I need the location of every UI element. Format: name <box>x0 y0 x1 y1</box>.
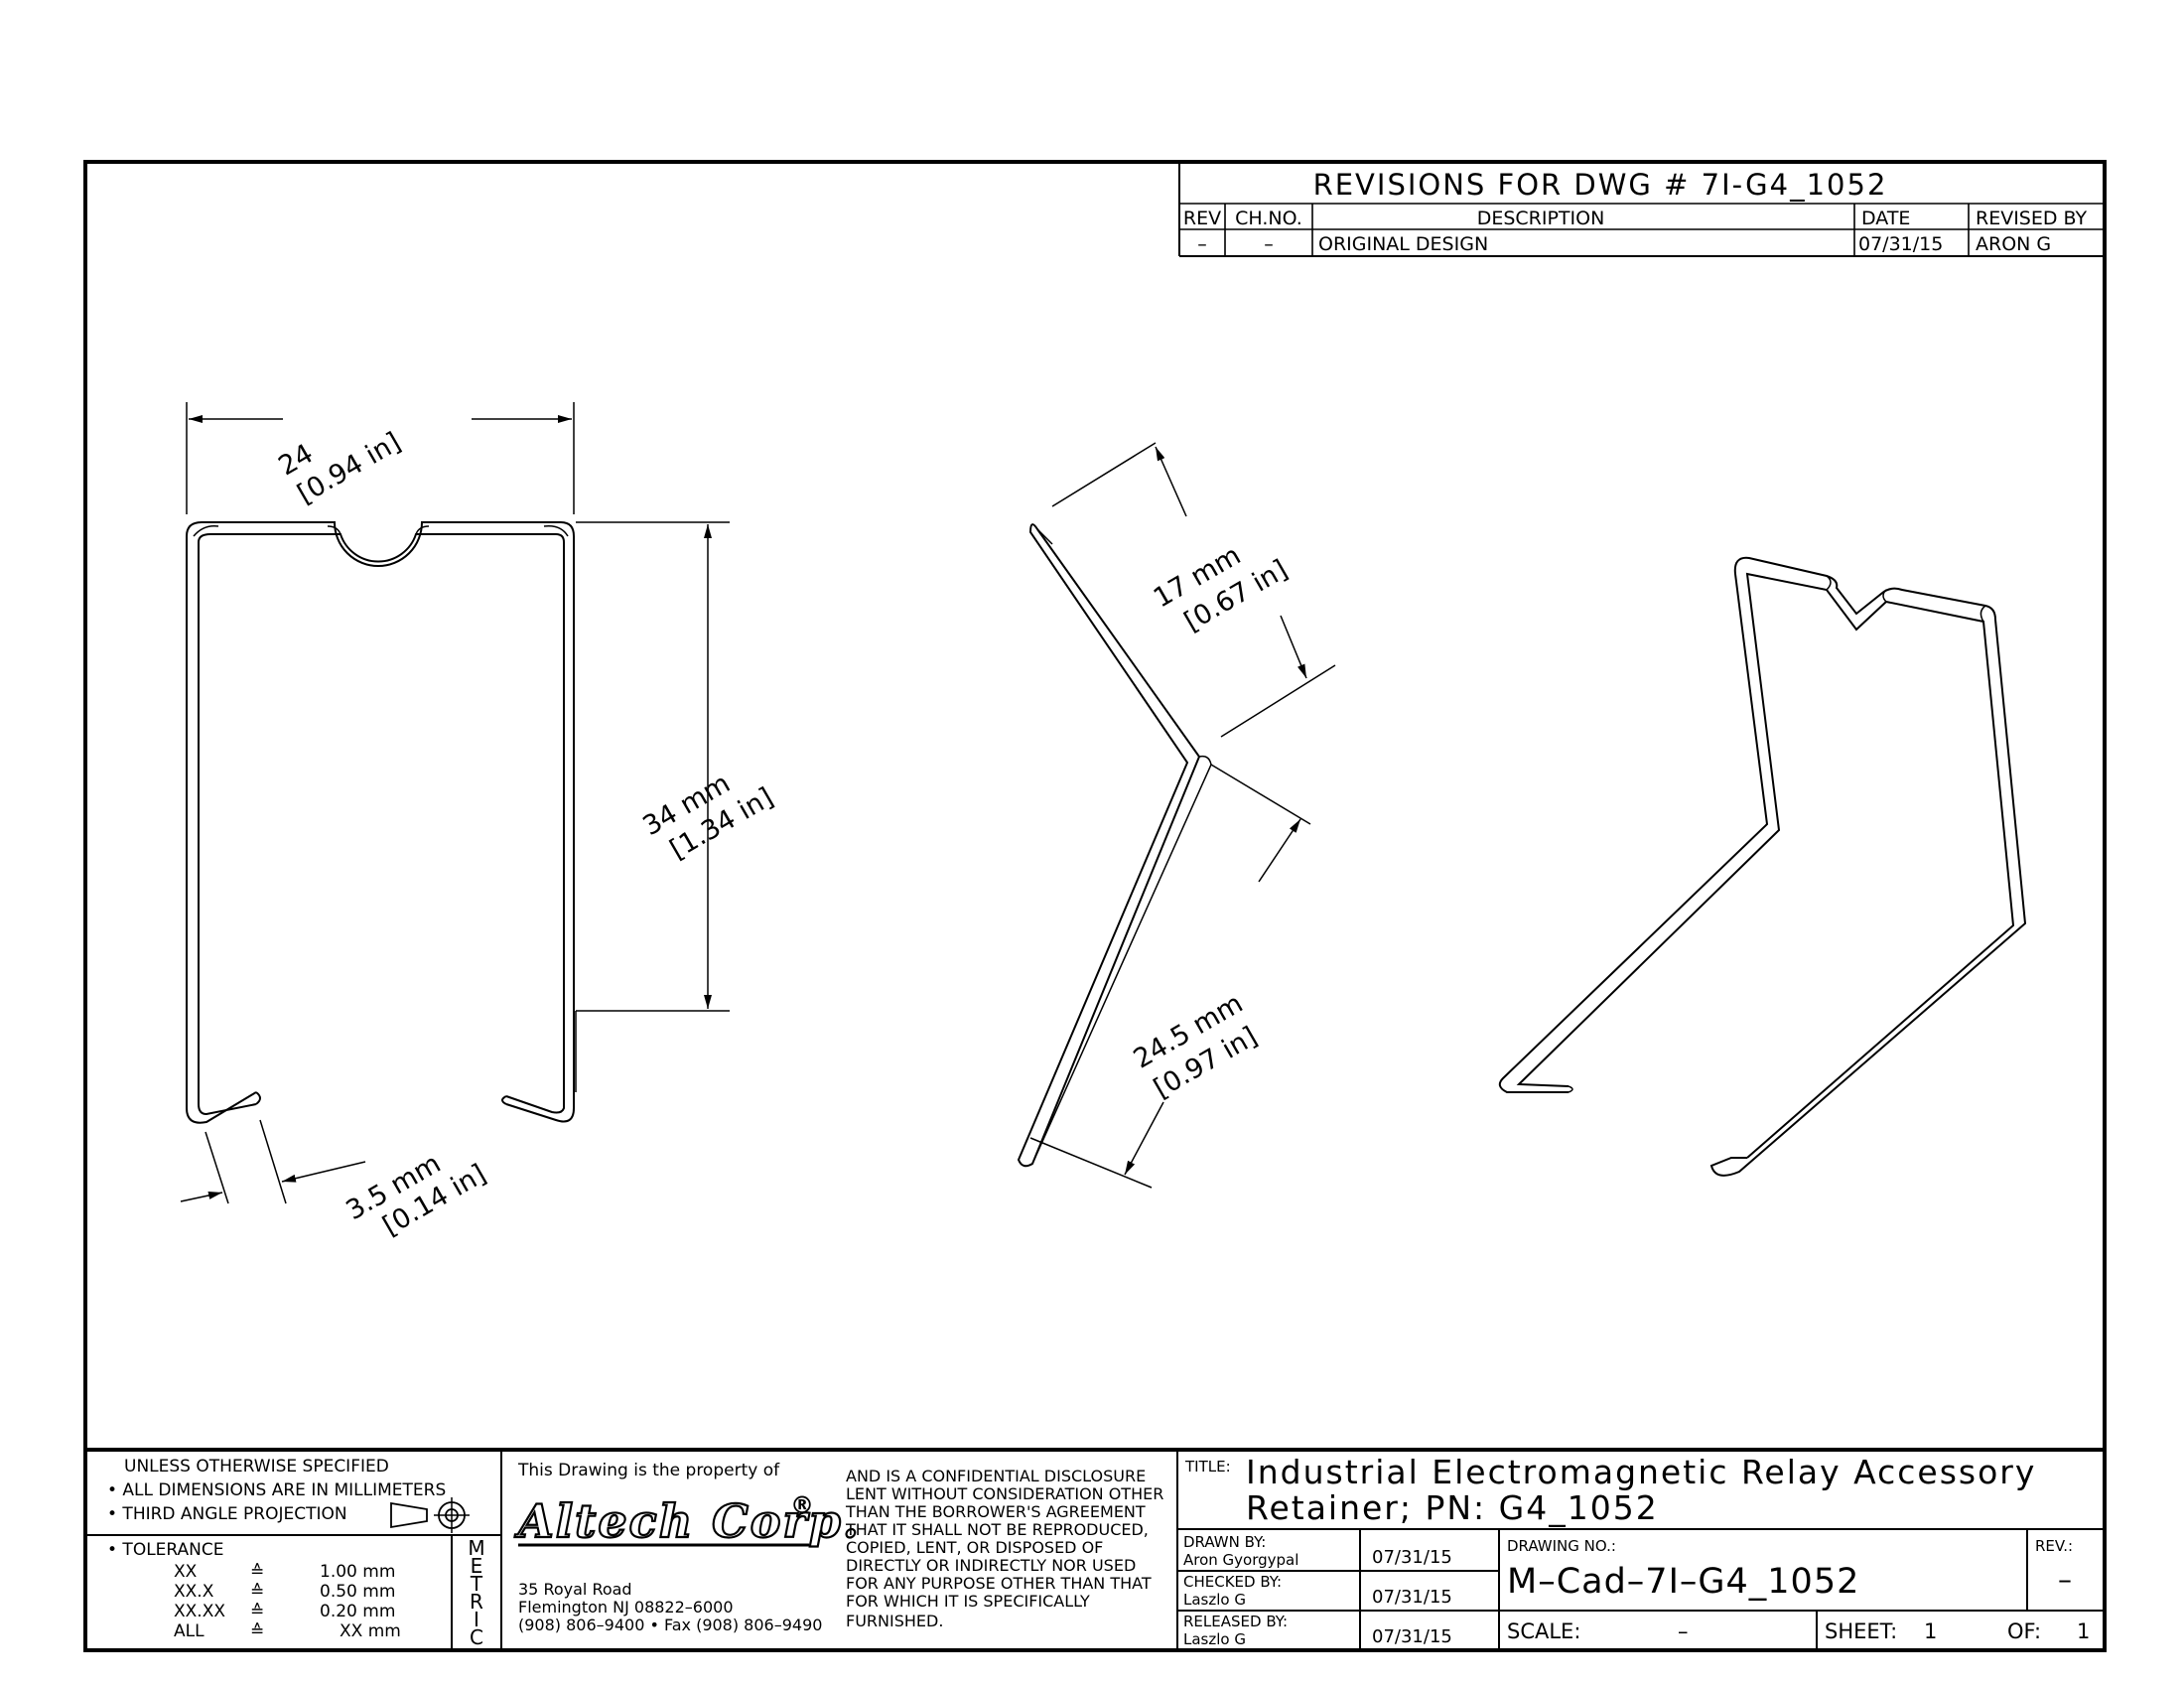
released-by-label: RELEASED BY: <box>1183 1613 1288 1630</box>
company-block: This Drawing is the property of Altech C… <box>513 1461 1163 1634</box>
description-header: DESCRIPTION <box>1477 208 1605 229</box>
released-by-name: Laszlo G <box>1183 1630 1246 1648</box>
tolerance-val-2: 0.20 mm <box>320 1602 395 1621</box>
notes-line-2: • ALL DIMENSIONS ARE IN MILLIMETERS <box>107 1480 446 1500</box>
front-view-inner-wire <box>198 533 565 1116</box>
drawing-title-line-1: Industrial Electromagnetic Relay Accesso… <box>1246 1453 2036 1491</box>
sheet-border <box>83 160 2107 1652</box>
tolerance-sym-1: ≙ <box>250 1582 264 1602</box>
revised-by-cell: ARON G <box>1976 233 2051 255</box>
drawing-no-value: M–Cad–7I–G4_1052 <box>1507 1562 1859 1602</box>
company-phone: (908) 806–9400 • Fax (908) 806–9490 <box>518 1616 822 1634</box>
date-cell: 07/31/15 <box>1858 233 1943 255</box>
rev-cell: – <box>1197 233 1207 255</box>
tolerance-sym-2: ≙ <box>250 1602 264 1621</box>
revisions-table: REVISIONS FOR DWG # 7I-G4_1052 REV CH.NO… <box>1178 162 2105 257</box>
company-address-1: 35 Royal Road <box>518 1580 632 1599</box>
tolerance-label: • TOLERANCE <box>107 1540 224 1560</box>
date-header: DATE <box>1861 208 1910 229</box>
tolerance-sym-3: ≙ <box>250 1621 264 1641</box>
of-label: OF: <box>2007 1619 2041 1643</box>
chno-cell: – <box>1264 233 1274 255</box>
metric-letter-r: R <box>470 1590 483 1614</box>
drawn-date: 07/31/15 <box>1372 1547 1452 1568</box>
disclosure-line-5: DIRECTLY OR INDIRECTLY NOR USED <box>846 1556 1136 1575</box>
metric-letter-i: I <box>474 1608 479 1631</box>
rev-label: REV.: <box>2035 1537 2073 1555</box>
title-and-signoff: TITLE: Industrial Electromagnetic Relay … <box>1183 1453 2090 1648</box>
width-dimension-label: 24 [0.94 in] <box>273 397 406 511</box>
revised-by-header: REVISED BY <box>1976 208 2088 229</box>
disclosure-line-3: THAT IT SHALL NOT BE REPRODUCED, <box>845 1520 1149 1539</box>
drawing-no-label: DRAWING NO.: <box>1507 1537 1616 1555</box>
metric-letter-t: T <box>470 1572 483 1596</box>
general-notes: UNLESS OTHERWISE SPECIFIED • ALL DIMENSI… <box>107 1457 485 1649</box>
property-of-text: This Drawing is the property of <box>517 1461 780 1480</box>
description-cell: ORIGINAL DESIGN <box>1318 233 1488 255</box>
rev-header: REV <box>1183 208 1221 229</box>
front-view-outer-wire <box>186 521 575 1124</box>
side-view: 17 mm [0.67 in] 24.5 mm [0.97 in] <box>1017 442 1336 1189</box>
notes-line-3: • THIRD ANGLE PROJECTION <box>107 1504 347 1524</box>
sheet-label: SHEET: <box>1825 1619 1897 1643</box>
foot-dimension-label: 3.5 mm [0.14 in] <box>341 1131 491 1254</box>
disclosure-line-7: FOR WHICH IT IS SPECIFICALLY <box>846 1592 1090 1611</box>
metric-letter-c: C <box>470 1625 483 1649</box>
registered-mark: ® <box>790 1491 814 1519</box>
front-view: 24 [0.94 in] 34 mm [1.34 in] 3.5 mm [0.1… <box>180 397 778 1254</box>
tolerance-key-1: XX.X <box>174 1582 214 1602</box>
chno-header: CH.NO. <box>1235 208 1302 229</box>
company-logo: Altech Corp. <box>514 1494 861 1548</box>
disclosure-line-8: FURNISHED. <box>846 1612 943 1630</box>
upper-arm-dimension-label: 17 mm [0.67 in] <box>1149 523 1293 645</box>
metric-letter-e: E <box>471 1554 483 1578</box>
tolerance-val-3: XX mm <box>340 1621 401 1641</box>
company-address-2: Flemington NJ 08822–6000 <box>518 1598 734 1617</box>
rev-value: – <box>2058 1563 2072 1596</box>
metric-letter-m: M <box>468 1536 484 1560</box>
isometric-inner-wire <box>1516 572 2015 1159</box>
tolerance-val-1: 0.50 mm <box>320 1582 395 1602</box>
drawing-title-line-2: Retainer; PN: G4_1052 <box>1246 1488 1659 1527</box>
disclosure-line-2: THAN THE BORROWER'S AGREEMENT <box>845 1502 1146 1521</box>
drawn-by-name: Aron Gyorgypal <box>1183 1551 1298 1569</box>
side-view-wire <box>1017 523 1201 1168</box>
revisions-title: REVISIONS FOR DWG # 7I-G4_1052 <box>1313 168 1888 202</box>
scale-label: SCALE: <box>1507 1619 1580 1643</box>
isometric-outer-wire <box>1498 556 2027 1177</box>
isometric-view <box>1498 556 2027 1177</box>
tolerance-val-0: 1.00 mm <box>320 1562 395 1582</box>
checked-by-label: CHECKED BY: <box>1183 1573 1282 1591</box>
title-label: TITLE: <box>1184 1458 1231 1476</box>
tolerance-sym-0: ≙ <box>250 1562 264 1582</box>
checked-date: 07/31/15 <box>1372 1587 1452 1608</box>
scale-value: – <box>1678 1619 1689 1643</box>
checked-by-name: Laszlo G <box>1183 1591 1246 1609</box>
lower-arm-dimension-label: 24.5 mm [0.97 in] <box>1129 984 1274 1106</box>
third-angle-projection-icon <box>390 1497 470 1533</box>
tolerance-key-2: XX.XX <box>174 1602 225 1621</box>
notes-line-1: UNLESS OTHERWISE SPECIFIED <box>124 1457 389 1477</box>
sheet-value: 1 <box>1924 1619 1937 1643</box>
of-value: 1 <box>2077 1619 2090 1643</box>
disclosure-line-1: LENT WITHOUT CONSIDERATION OTHER <box>846 1484 1163 1503</box>
tolerance-key-3: ALL <box>174 1621 205 1641</box>
disclosure-line-0: AND IS A CONFIDENTIAL DISCLOSURE <box>846 1467 1146 1485</box>
tolerance-key-0: XX <box>174 1562 198 1582</box>
disclosure-line-4: COPIED, LENT, OR DISPOSED OF <box>846 1538 1103 1557</box>
released-date: 07/31/15 <box>1372 1626 1452 1647</box>
drawn-by-label: DRAWN BY: <box>1183 1533 1266 1551</box>
title-block <box>85 1448 2105 1650</box>
disclosure-line-6: FOR ANY PURPOSE OTHER THAN THAT <box>846 1574 1152 1593</box>
